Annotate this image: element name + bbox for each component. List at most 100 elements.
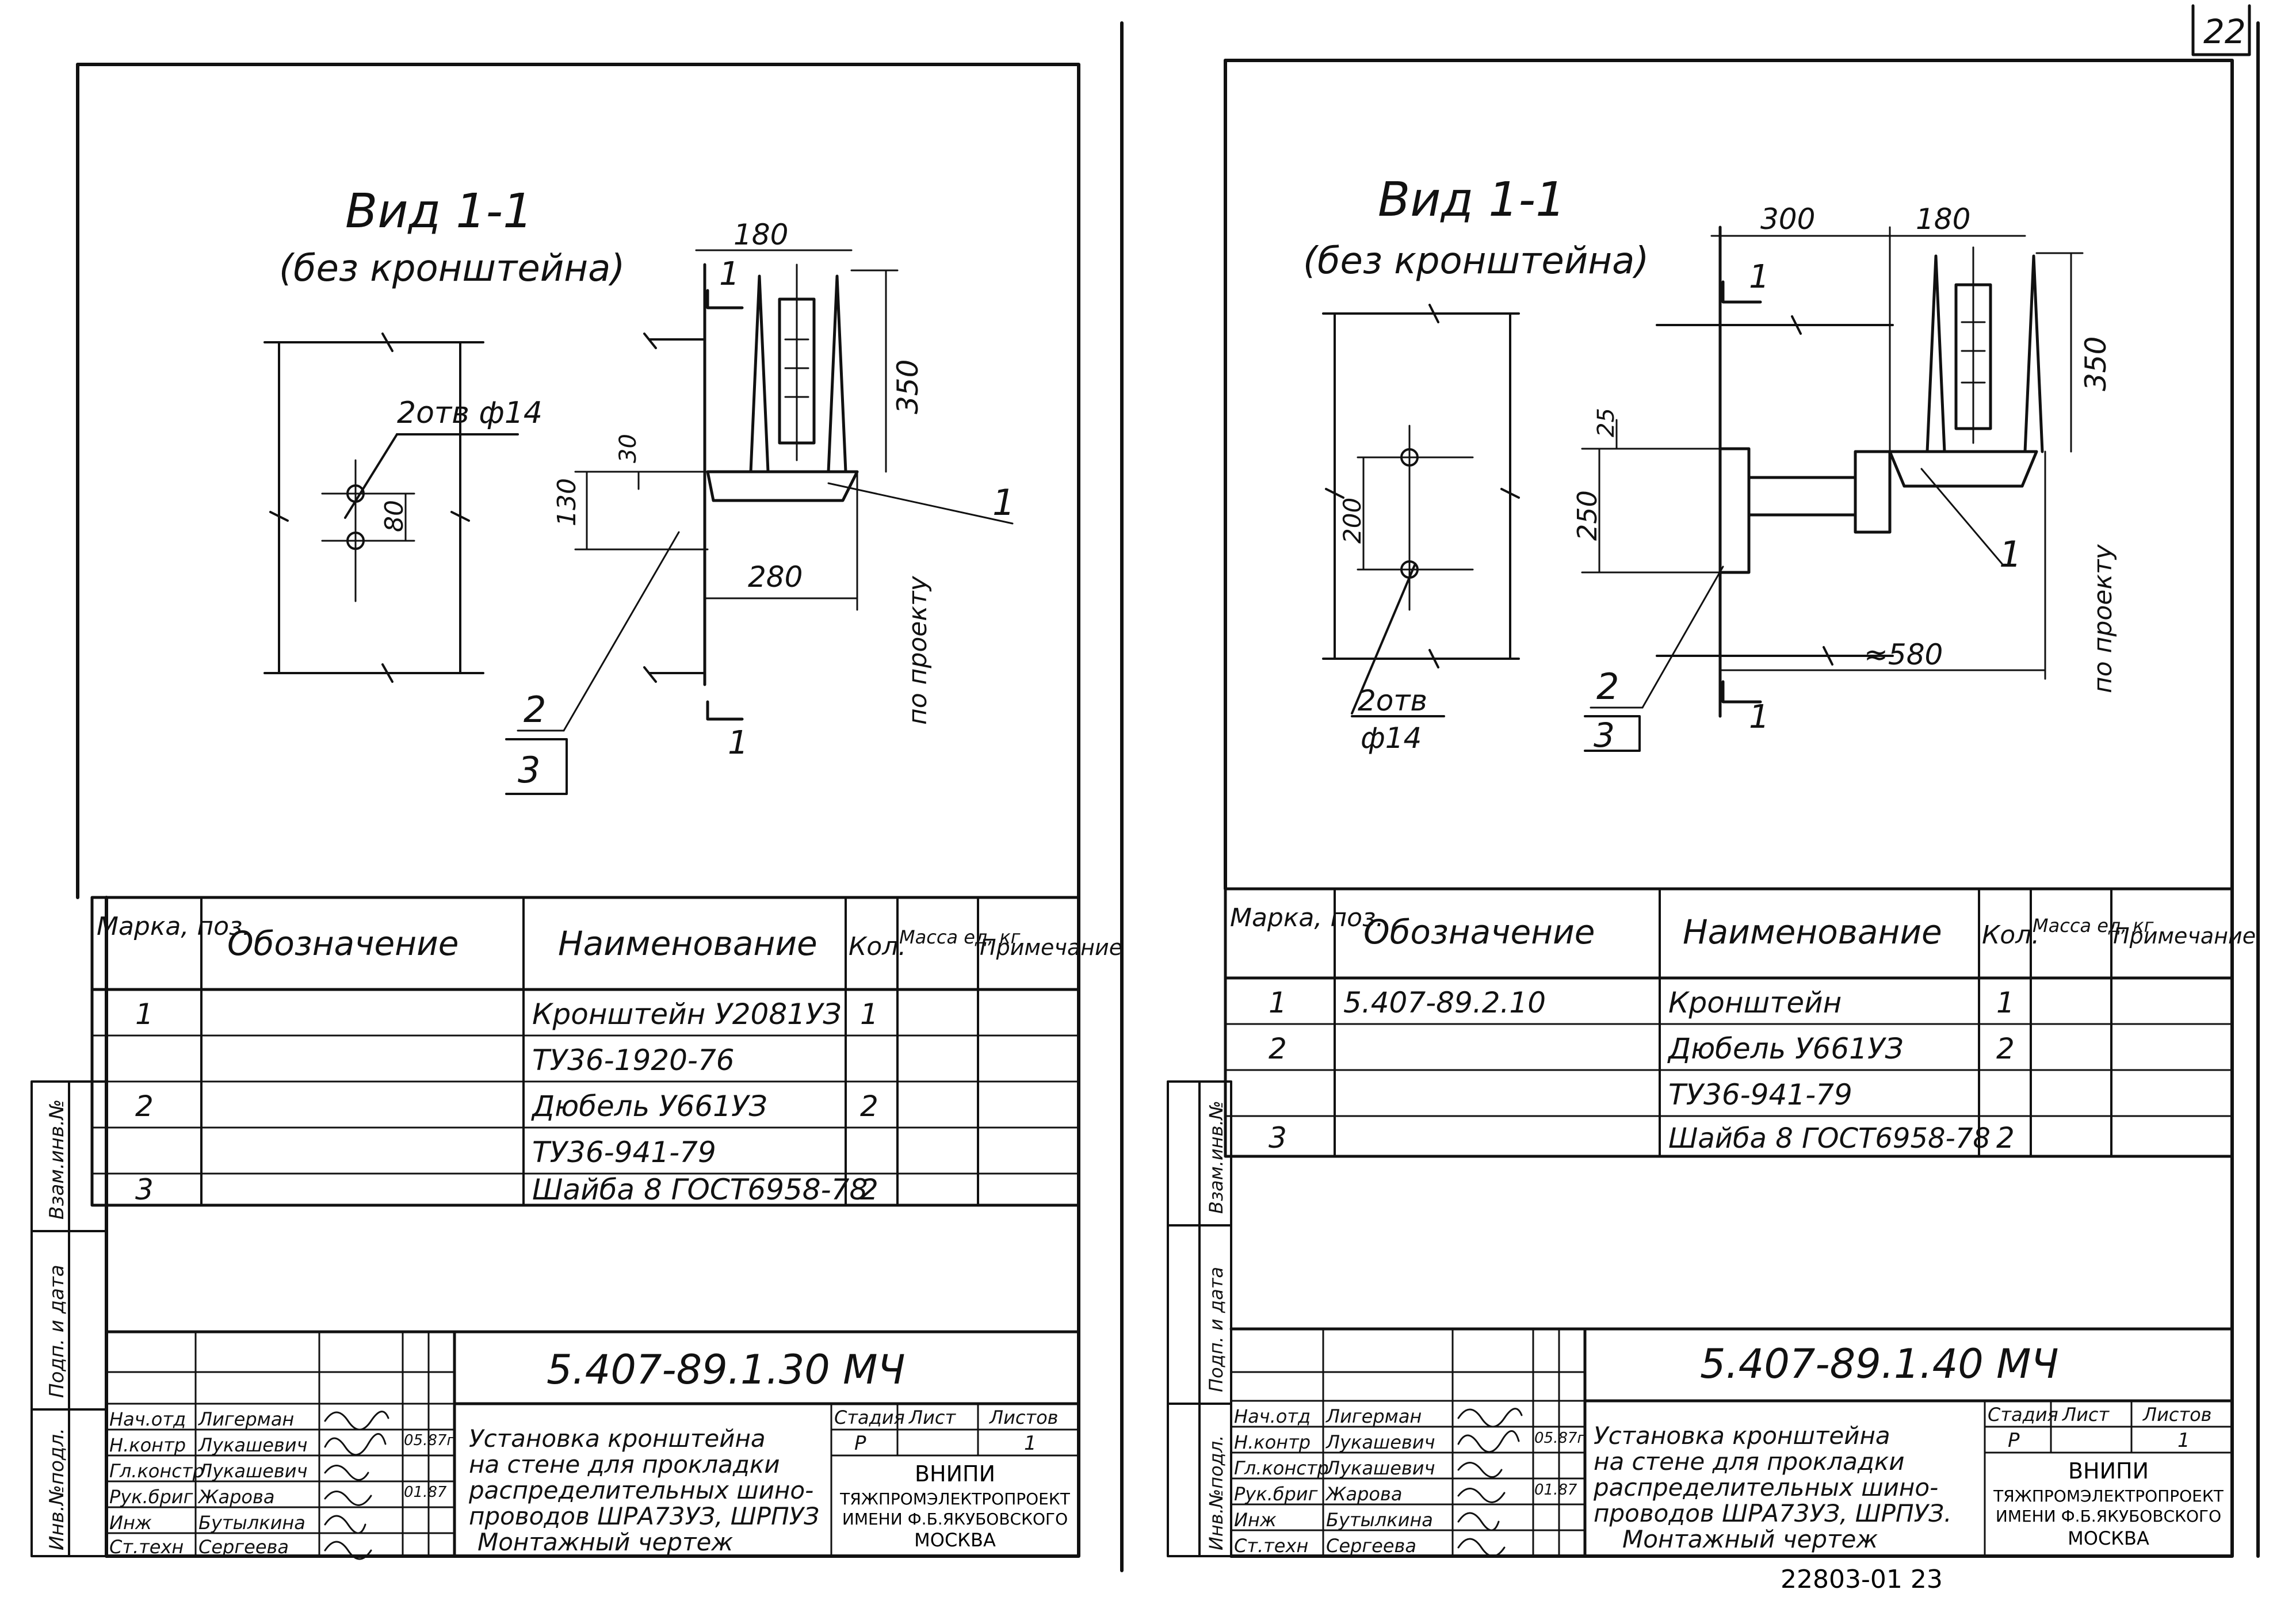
left-title-block: 5.407-89.1.30 МЧ Нач.отд Н.контр Гл.конс… <box>105 1330 1080 1560</box>
left-org-1: ТЯЖПРОМЭЛЕКТРОПРОЕКТ <box>839 1489 1071 1508</box>
left-role-1: Н.контр <box>109 1434 186 1456</box>
left-note: по проекту <box>903 575 933 725</box>
right-role-5: Ст.техн <box>1234 1535 1308 1557</box>
right-th-note: Примечание <box>2113 923 2256 949</box>
left-side-label-sign: Подп. и дата <box>45 1264 68 1398</box>
right-section-mark-bottom: 1 <box>1749 698 1770 736</box>
right-spec-table: Марка, поз. Обозначение Наименование Кол… <box>1224 887 2256 1158</box>
archive-number: 22803-01 23 <box>1781 1565 1943 1594</box>
right-row1-designation: 5.407-89.2.10 <box>1343 986 1546 1019</box>
right-pos-1: 1 <box>1999 533 2022 575</box>
left-pos-2: 2 <box>524 689 546 731</box>
right-row4-mark: 3 <box>1269 1121 1287 1155</box>
left-date-1: 01.87 <box>404 1484 447 1501</box>
right-note: по проекту <box>2088 544 2118 693</box>
right-row1-name: Кронштейн <box>1668 986 1842 1019</box>
right-title-block: 5.407-89.1.40 МЧ Нач.отд Н.контр Гл.конс… <box>1229 1327 2234 1558</box>
right-th-name: Наименование <box>1683 912 1942 952</box>
right-signatures <box>1457 1408 1523 1557</box>
right-role-4: Инж <box>1234 1509 1277 1531</box>
left-wall-view: 80 2отв ф14 <box>263 333 543 683</box>
left-row5-qty: 2 <box>860 1173 878 1206</box>
left-title-line-0: Установка кронштейна <box>469 1424 766 1453</box>
right-role-2: Гл.констр <box>1234 1457 1329 1479</box>
left-side-labels: Инв.№подл. Подп. и дата Взам.инв.№ <box>30 1080 108 1557</box>
left-section-mark-top: 1 <box>719 255 740 293</box>
right-side-label-replace: Взам.инв.№ <box>1205 1101 1227 1214</box>
right-pos-2: 2 <box>1596 666 1619 708</box>
right-dim-250: 250 <box>1572 490 1603 541</box>
left-th-mark: Марка, поз. <box>97 912 250 941</box>
right-name-0: Лигерман <box>1325 1405 1422 1427</box>
left-frame <box>76 63 1080 1558</box>
right-side-label-sign: Подп. и дата <box>1205 1267 1227 1392</box>
page-number-box: 22 <box>2191 4 2251 56</box>
left-row3-qty: 2 <box>860 1090 878 1123</box>
right-th-mark: Марка, поз. <box>1230 903 1384 933</box>
left-row1-name: Кронштейн У2081УЗ <box>532 998 841 1031</box>
right-row1-qty: 1 <box>1996 986 2015 1019</box>
right-sheet: Инв.№подл. Подп. и дата Взам.инв.№ Вид 1… <box>1167 21 2260 1558</box>
left-signatures <box>324 1411 389 1560</box>
right-side-labels: Инв.№подл. Подп. и дата Взам.инв.№ <box>1167 1080 1232 1557</box>
left-name-5: Сергеева <box>198 1536 289 1558</box>
left-th-designation: Обозначение <box>227 924 459 963</box>
left-holes-label: 2отв ф14 <box>397 396 543 430</box>
left-date-0: 05.87г <box>404 1432 454 1449</box>
left-sheets-label: Листов <box>989 1407 1059 1428</box>
left-th-note: Примечание <box>980 935 1122 960</box>
right-title-line-0: Установка кронштейна <box>1594 1422 1890 1450</box>
right-holes-label: 2отв <box>1358 684 1427 717</box>
right-role-0: Нач.отд <box>1234 1405 1311 1427</box>
left-dim-30: 30 <box>615 434 641 463</box>
left-dim-80: 80 <box>380 500 409 532</box>
right-sheet-label: Лист <box>2062 1404 2110 1426</box>
right-side-view: 300 180 350 250 25 ≈580 по проекту 1 1 1 <box>1572 202 2118 755</box>
left-doc-code: 5.407-89.1.30 МЧ <box>547 1346 905 1393</box>
left-th-qty: Кол. <box>849 932 906 961</box>
left-view-title: Вид 1-1 <box>345 184 533 239</box>
left-row3-name: Дюбель У661УЗ <box>531 1090 767 1123</box>
left-sheets-count: 1 <box>1024 1432 1037 1455</box>
right-org-0: ВНИПИ <box>2068 1458 2149 1484</box>
right-th-designation: Обозначение <box>1363 912 1595 952</box>
right-stage: Р <box>2008 1429 2020 1452</box>
right-side-label-inv: Инв.№подл. <box>1205 1435 1227 1550</box>
left-title-line-3: проводов ШРА73УЗ, ШРПУЗ <box>469 1502 819 1530</box>
left-stage: Р <box>854 1432 866 1455</box>
left-title-line-2: распределительных шино- <box>468 1476 813 1504</box>
left-title-line-4: Монтажный чертеж <box>477 1528 733 1556</box>
right-th-qty: Кол. <box>1982 920 2039 950</box>
right-wall-view: 200 2отв ф14 <box>1322 304 1520 755</box>
right-view-title: Вид 1-1 <box>1378 173 1565 227</box>
left-row3-mark: 2 <box>135 1090 154 1123</box>
left-role-3: Рук.бриг <box>109 1486 193 1508</box>
right-row2-qty: 2 <box>1996 1032 2015 1065</box>
right-title-line-3: проводов ШРА73УЗ, ШРПУЗ. <box>1594 1499 1951 1527</box>
left-name-2: Лукашевич <box>198 1460 307 1482</box>
right-row2-mark: 2 <box>1269 1032 1287 1065</box>
left-sheet-label: Лист <box>908 1407 956 1428</box>
left-name-3: Жарова <box>197 1486 274 1508</box>
right-th-mass: Масса ед, кг <box>2033 915 2154 937</box>
left-dim-350: 350 <box>891 360 924 414</box>
left-side-view: 180 350 130 30 280 по проекту 1 1 1 2 <box>505 218 1015 795</box>
left-role-5: Ст.техн <box>109 1536 184 1558</box>
left-name-4: Бутылкина <box>198 1512 305 1534</box>
right-title-line-4: Монтажный чертеж <box>1622 1525 1878 1553</box>
right-hole-dia: ф14 <box>1361 721 1422 755</box>
left-sheet: Инв.№подл. Подп. и дата Взам.инв.№ Вид 1… <box>30 63 1122 1560</box>
left-dim-280: 280 <box>748 560 803 594</box>
right-name-1: Лукашевич <box>1325 1431 1435 1453</box>
left-pos-1: 1 <box>992 482 1015 524</box>
right-name-2: Лукашевич <box>1325 1457 1435 1479</box>
left-org-3: МОСКВА <box>914 1529 996 1551</box>
right-sheets-label: Листов <box>2142 1404 2212 1426</box>
right-org-2: ИМЕНИ Ф.Б.ЯКУБОВСКОГО <box>1996 1507 2221 1526</box>
right-title-line-1: на стене для прокладки <box>1594 1447 1905 1476</box>
right-date-0: 05.87г <box>1534 1430 1585 1447</box>
left-pos-3: 3 <box>518 749 540 791</box>
right-org-3: МОСКВА <box>2068 1527 2149 1549</box>
right-dim-180: 180 <box>1916 202 1970 236</box>
